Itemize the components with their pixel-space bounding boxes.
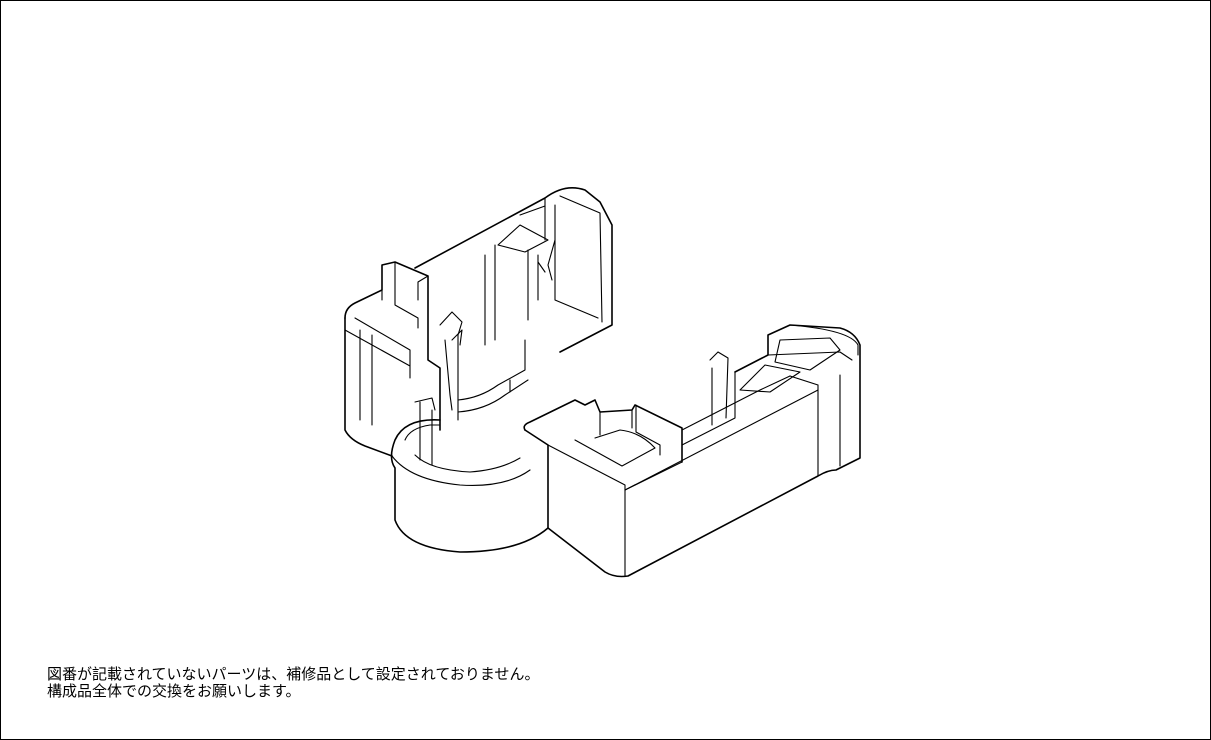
inner-floor <box>457 339 529 413</box>
note-text: 図番が記載されていないパーツは、補修品として設定されておりません。 構成品全体で… <box>47 666 539 700</box>
front-hub <box>390 397 549 553</box>
note-line-2: 構成品全体での交換をお願いします。 <box>47 682 301 700</box>
front-block <box>523 324 861 578</box>
left-block <box>344 261 463 457</box>
note-line-1: 図番が記載されていないパーツは、補修品として設定されておりません。 <box>47 665 540 683</box>
rear-wall <box>414 187 613 353</box>
